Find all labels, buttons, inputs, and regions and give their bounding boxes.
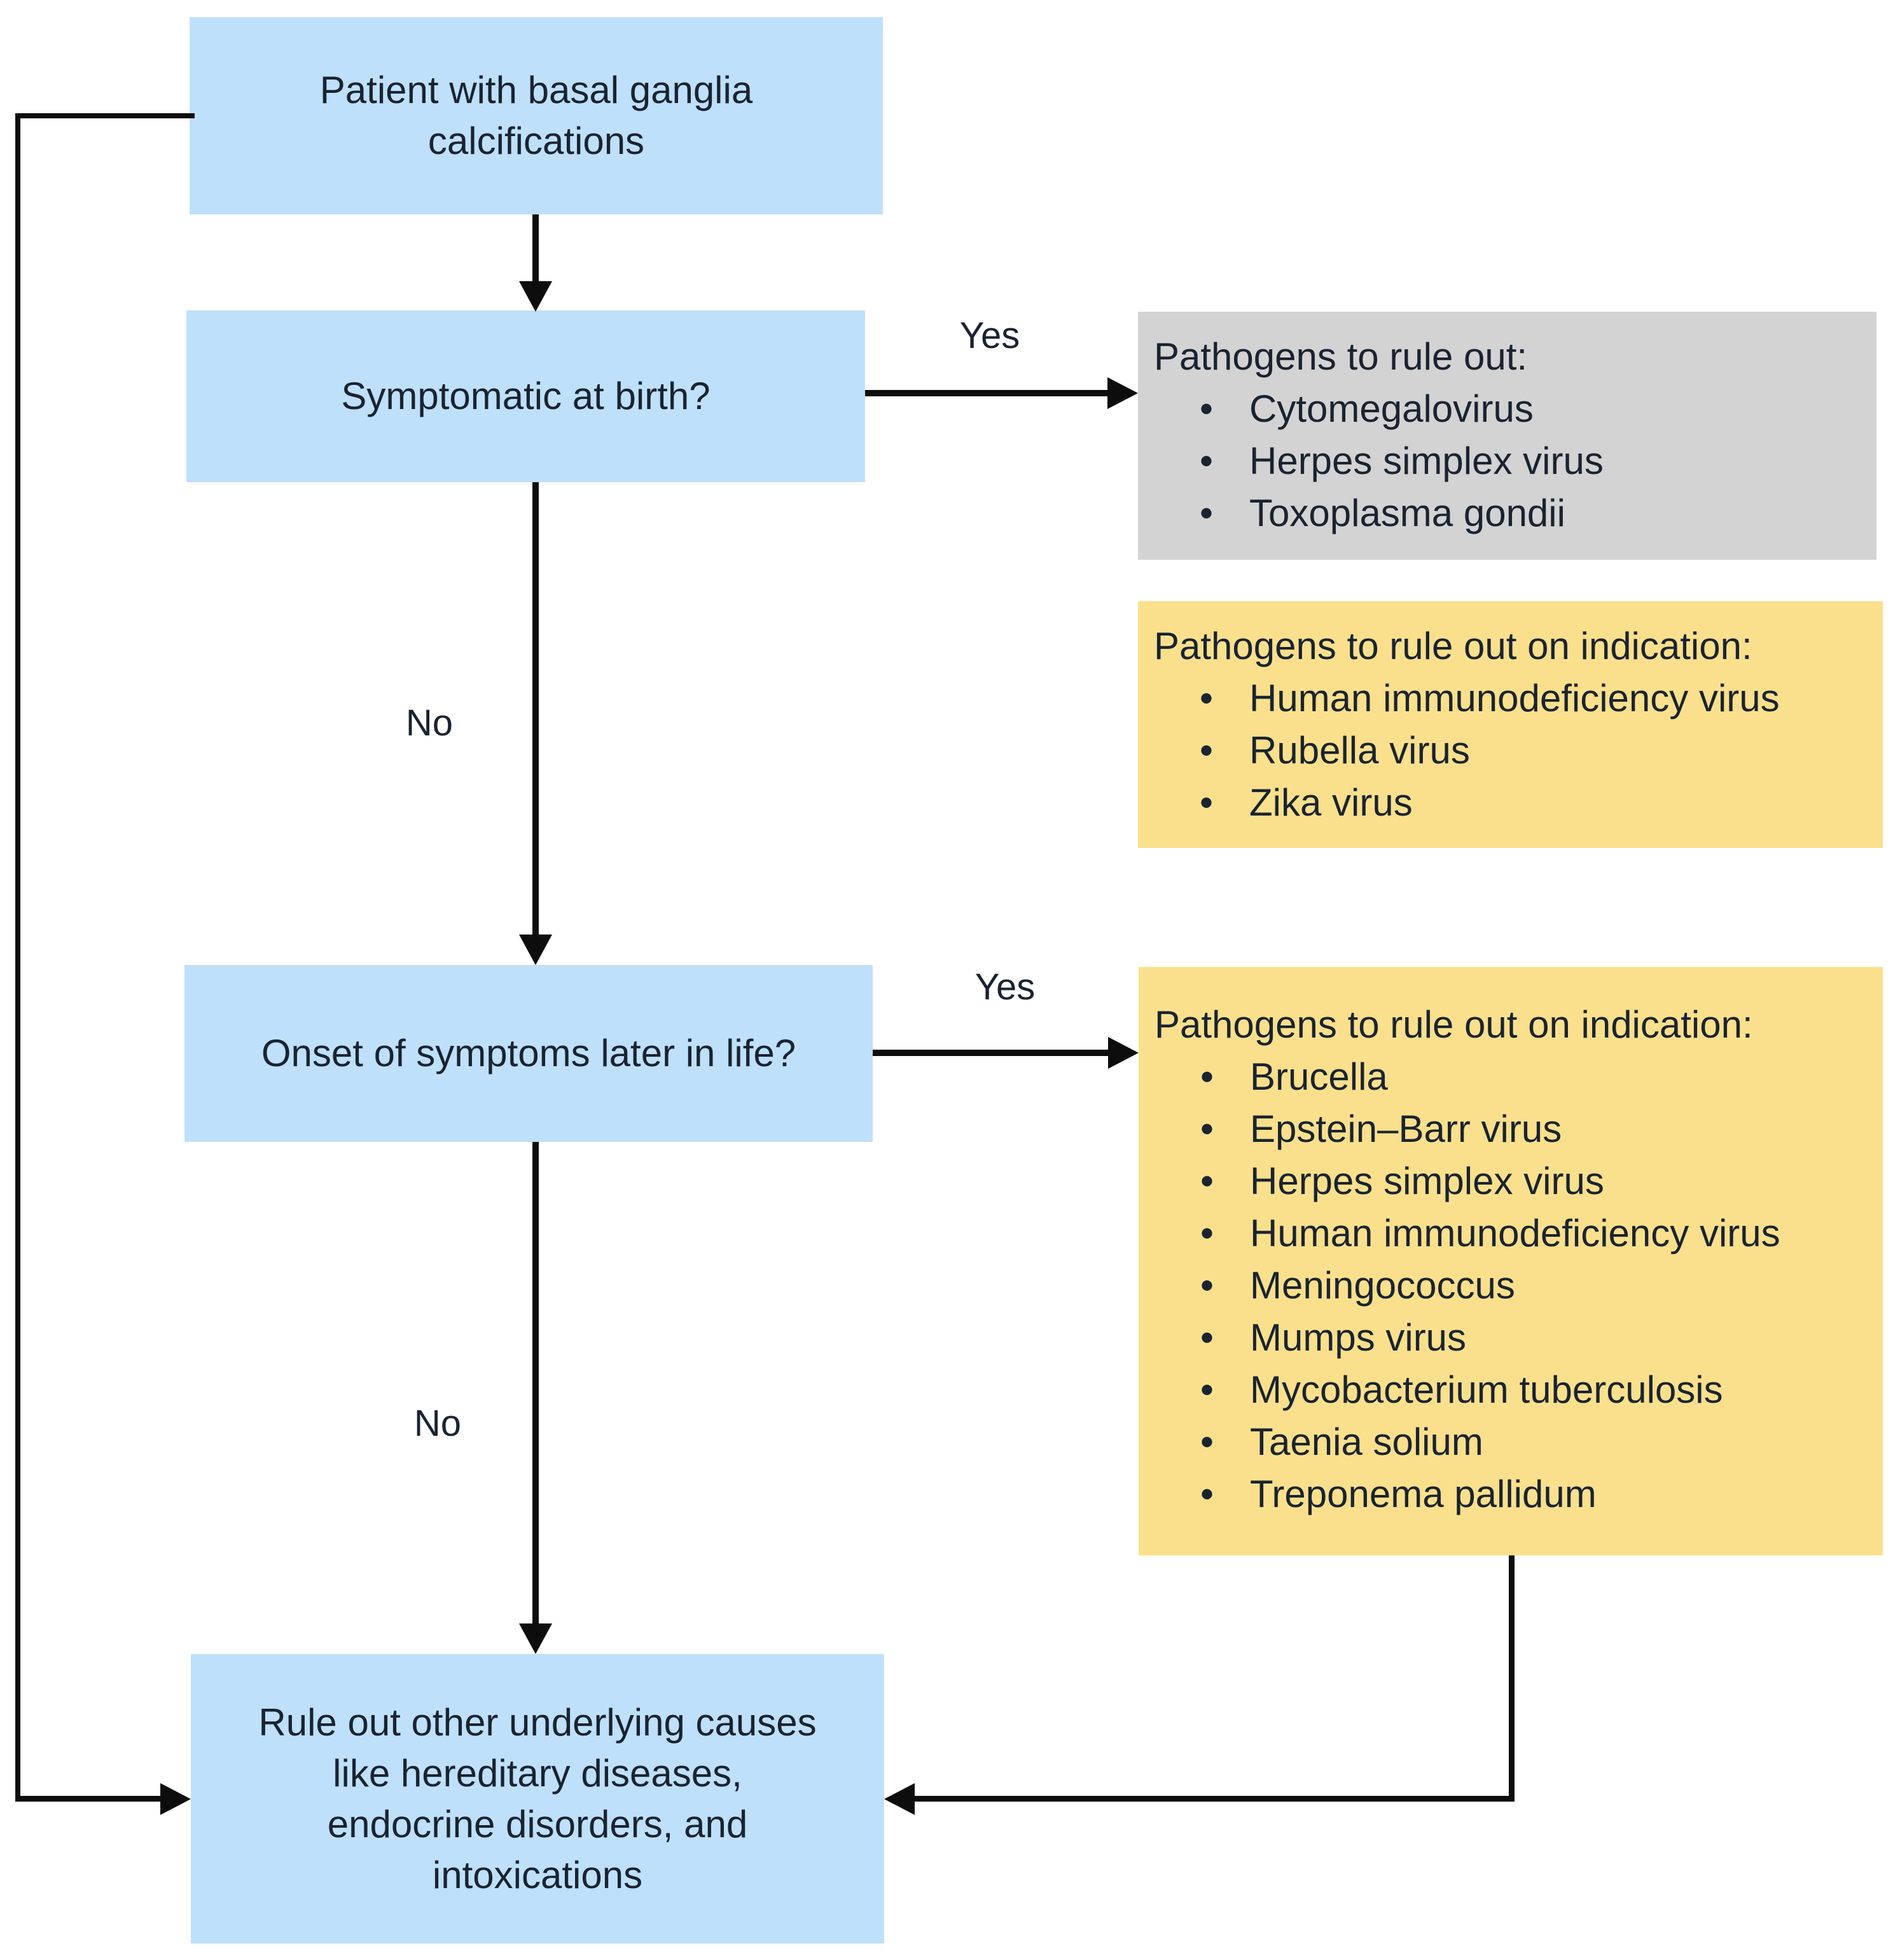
edge-label-no-later: No bbox=[413, 1403, 462, 1444]
node-onset-later: Onset of symptoms later in life? bbox=[184, 965, 873, 1142]
edge-yellow-to-end-vertical bbox=[1509, 1555, 1515, 1799]
arrowhead-left bbox=[884, 1783, 915, 1815]
pathogen-list: Human immunodeficiency virusRubella viru… bbox=[1154, 672, 1876, 829]
edge-loop-left-bottom bbox=[15, 1796, 162, 1802]
arrowhead-right bbox=[160, 1783, 191, 1815]
list-title: Pathogens to rule out on indication: bbox=[1154, 625, 1752, 667]
node-start-label: Patient with basal ganglia calcification… bbox=[319, 69, 753, 162]
edge-yellow-to-end-horizontal bbox=[915, 1796, 1515, 1802]
list-title: Pathogens to rule out: bbox=[1154, 335, 1528, 378]
pathogen-item: Meningococcus bbox=[1155, 1260, 1876, 1312]
pathogen-item: Cytomegalovirus bbox=[1154, 383, 1870, 435]
pathogen-item: Taenia solium bbox=[1155, 1416, 1876, 1468]
node-start: Patient with basal ganglia calcification… bbox=[190, 17, 883, 214]
arrowhead-down bbox=[519, 935, 552, 965]
node-pathogens-rule-out: Pathogens to rule out: CytomegalovirusHe… bbox=[1138, 312, 1876, 560]
edge-yes-later bbox=[873, 1050, 1109, 1056]
pathogen-item: Toxoplasma gondii bbox=[1154, 487, 1870, 539]
node-pathogens-indication-later: Pathogens to rule out on indication: Bru… bbox=[1139, 967, 1883, 1555]
arrowhead-right bbox=[1108, 1037, 1139, 1069]
node-symptomatic-at-birth: Symptomatic at birth? bbox=[186, 310, 865, 482]
pathogen-item: Herpes simplex virus bbox=[1155, 1155, 1876, 1207]
pathogen-item: Mumps virus bbox=[1155, 1312, 1876, 1364]
pathogen-item: Human immunodeficiency virus bbox=[1155, 1207, 1876, 1260]
edge-label-no-birth: No bbox=[405, 702, 454, 744]
edge-start-to-birth bbox=[532, 214, 539, 283]
edge-later-to-end bbox=[532, 1142, 539, 1625]
pathogen-item: Mycobacterium tuberculosis bbox=[1155, 1364, 1876, 1416]
pathogen-list: BrucellaEpstein–Barr virusHerpes simplex… bbox=[1155, 1051, 1876, 1520]
node-symptomatic-at-birth-label: Symptomatic at birth? bbox=[341, 375, 711, 417]
arrowhead-down bbox=[519, 281, 552, 312]
arrowhead-right bbox=[1107, 377, 1138, 409]
edge-yes-birth bbox=[865, 390, 1110, 396]
node-pathogens-indication-birth: Pathogens to rule out on indication: Hum… bbox=[1138, 601, 1883, 848]
edge-birth-to-later bbox=[532, 482, 539, 937]
list-title: Pathogens to rule out on indication: bbox=[1155, 1003, 1753, 1046]
edge-label-yes-later: Yes bbox=[974, 966, 1036, 1008]
pathogen-item: Herpes simplex virus bbox=[1154, 435, 1870, 487]
pathogen-item: Rubella virus bbox=[1154, 725, 1876, 777]
node-rule-out-other: Rule out other underlying causes like he… bbox=[191, 1654, 884, 1943]
pathogen-item: Epstein–Barr virus bbox=[1155, 1103, 1876, 1155]
pathogen-list: CytomegalovirusHerpes simplex virusToxop… bbox=[1154, 383, 1870, 539]
pathogen-item: Treponema pallidum bbox=[1155, 1468, 1876, 1520]
arrowhead-down bbox=[519, 1623, 552, 1654]
pathogen-item: Brucella bbox=[1155, 1051, 1876, 1103]
pathogen-item: Human immunodeficiency virus bbox=[1154, 672, 1876, 725]
edge-label-yes-birth: Yes bbox=[959, 315, 1020, 356]
edge-loop-left-top bbox=[15, 113, 195, 118]
pathogen-item: Zika virus bbox=[1154, 777, 1876, 829]
edge-loop-left-vertical bbox=[15, 113, 20, 1802]
node-onset-later-label: Onset of symptoms later in life? bbox=[261, 1032, 796, 1074]
node-rule-out-other-label: Rule out other underlying causes like he… bbox=[258, 1700, 817, 1896]
